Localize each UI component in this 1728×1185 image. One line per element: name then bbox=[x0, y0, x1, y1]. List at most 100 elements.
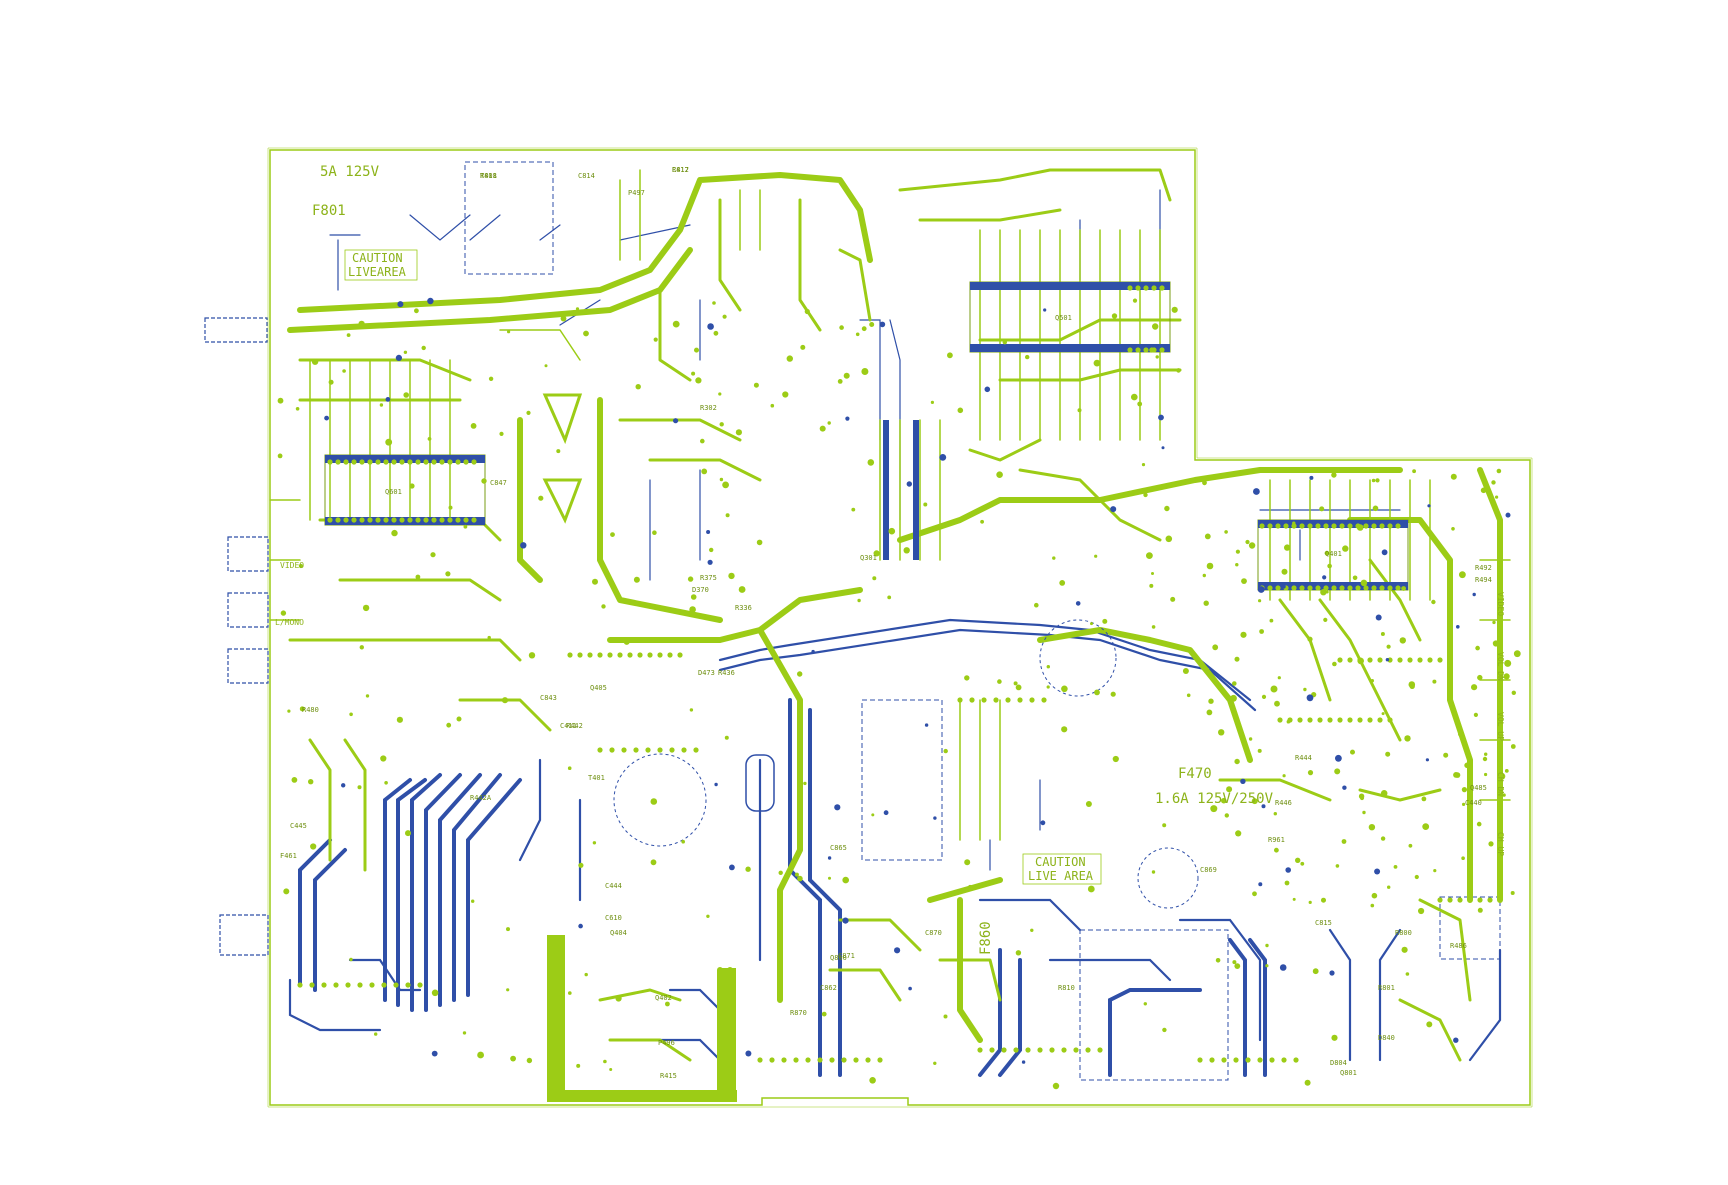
via bbox=[1477, 907, 1483, 913]
via bbox=[1380, 632, 1385, 636]
via bbox=[745, 866, 751, 872]
via bbox=[487, 635, 491, 640]
via bbox=[1102, 618, 1108, 624]
via bbox=[794, 872, 799, 877]
via bbox=[1332, 661, 1337, 667]
pad bbox=[1209, 1057, 1215, 1063]
pad bbox=[1467, 897, 1473, 903]
heatsink-shape-2 bbox=[542, 478, 583, 524]
pad bbox=[335, 517, 341, 523]
pad bbox=[577, 652, 583, 658]
via bbox=[462, 1031, 467, 1035]
component-ref-label: C814 bbox=[578, 172, 595, 180]
pad bbox=[383, 459, 389, 465]
right-jack-voldn-label: VOL DN bbox=[1496, 652, 1505, 681]
via bbox=[714, 782, 718, 787]
via bbox=[1374, 868, 1381, 875]
via bbox=[1151, 572, 1154, 575]
pad bbox=[1357, 717, 1363, 723]
via bbox=[1387, 885, 1391, 889]
component-ref-label: C610 bbox=[605, 914, 622, 922]
pad bbox=[1377, 657, 1383, 663]
left-connectors bbox=[204, 317, 269, 956]
via bbox=[471, 899, 475, 903]
via bbox=[1459, 571, 1466, 579]
via bbox=[729, 864, 735, 871]
pad bbox=[321, 982, 327, 988]
pad bbox=[1317, 717, 1323, 723]
via bbox=[1046, 685, 1050, 689]
via bbox=[861, 368, 869, 375]
via bbox=[538, 495, 544, 501]
via bbox=[403, 350, 408, 354]
via bbox=[1334, 768, 1341, 775]
pad bbox=[969, 697, 975, 703]
via bbox=[1350, 749, 1355, 755]
via bbox=[753, 382, 759, 388]
component-ref-label: R480 bbox=[302, 706, 319, 714]
pad bbox=[609, 747, 615, 753]
via bbox=[1370, 903, 1375, 908]
via bbox=[827, 856, 832, 860]
pad bbox=[1307, 523, 1313, 529]
pad bbox=[587, 652, 593, 658]
via bbox=[1447, 581, 1451, 585]
pad bbox=[463, 459, 469, 465]
via bbox=[357, 785, 362, 790]
pad bbox=[647, 652, 653, 658]
pad bbox=[1275, 523, 1281, 529]
via bbox=[1170, 596, 1176, 602]
via bbox=[1221, 797, 1227, 804]
component-ref-label: D840 bbox=[1378, 1034, 1395, 1042]
via bbox=[1165, 535, 1173, 543]
via bbox=[342, 369, 346, 373]
via bbox=[1274, 700, 1280, 707]
pad bbox=[375, 517, 381, 523]
pad bbox=[1427, 657, 1433, 663]
via bbox=[1164, 505, 1170, 512]
component-ref-label: D804 bbox=[1330, 1059, 1347, 1067]
via bbox=[1274, 847, 1279, 853]
via bbox=[1248, 737, 1253, 741]
via bbox=[635, 384, 641, 390]
via bbox=[681, 839, 685, 844]
caution-bottom-box bbox=[1022, 853, 1102, 885]
pad bbox=[993, 697, 999, 703]
via bbox=[1025, 354, 1030, 360]
via bbox=[358, 320, 365, 328]
via bbox=[1372, 505, 1379, 512]
via bbox=[851, 507, 856, 512]
via bbox=[786, 355, 793, 362]
via bbox=[1495, 495, 1499, 499]
component-ref-label: R961 bbox=[1268, 836, 1285, 844]
via bbox=[1482, 756, 1488, 762]
via bbox=[827, 421, 831, 425]
via bbox=[1240, 778, 1246, 784]
left-jack-video-label: VIDEO bbox=[280, 561, 304, 570]
pad bbox=[297, 982, 303, 988]
pad bbox=[1297, 717, 1303, 723]
via bbox=[1450, 473, 1457, 480]
via bbox=[1002, 340, 1007, 345]
pad bbox=[1307, 585, 1313, 591]
via bbox=[1162, 823, 1167, 828]
via bbox=[873, 550, 880, 557]
pad bbox=[309, 982, 315, 988]
via bbox=[576, 1063, 581, 1068]
via bbox=[650, 798, 658, 805]
via bbox=[568, 991, 572, 995]
via bbox=[1052, 1082, 1060, 1090]
via bbox=[1261, 804, 1266, 809]
component-ref-label: R375 bbox=[700, 574, 717, 582]
pad bbox=[1233, 1057, 1239, 1063]
caution-top-line1: CAUTION bbox=[352, 251, 403, 265]
via bbox=[1158, 414, 1164, 421]
via bbox=[277, 453, 283, 459]
via bbox=[556, 449, 561, 454]
pad bbox=[1277, 717, 1283, 723]
via bbox=[609, 1068, 613, 1071]
pad bbox=[1283, 523, 1289, 529]
via bbox=[1511, 690, 1517, 695]
right-jack-volup-label: VOL UP bbox=[1496, 712, 1505, 741]
via bbox=[1370, 679, 1375, 683]
